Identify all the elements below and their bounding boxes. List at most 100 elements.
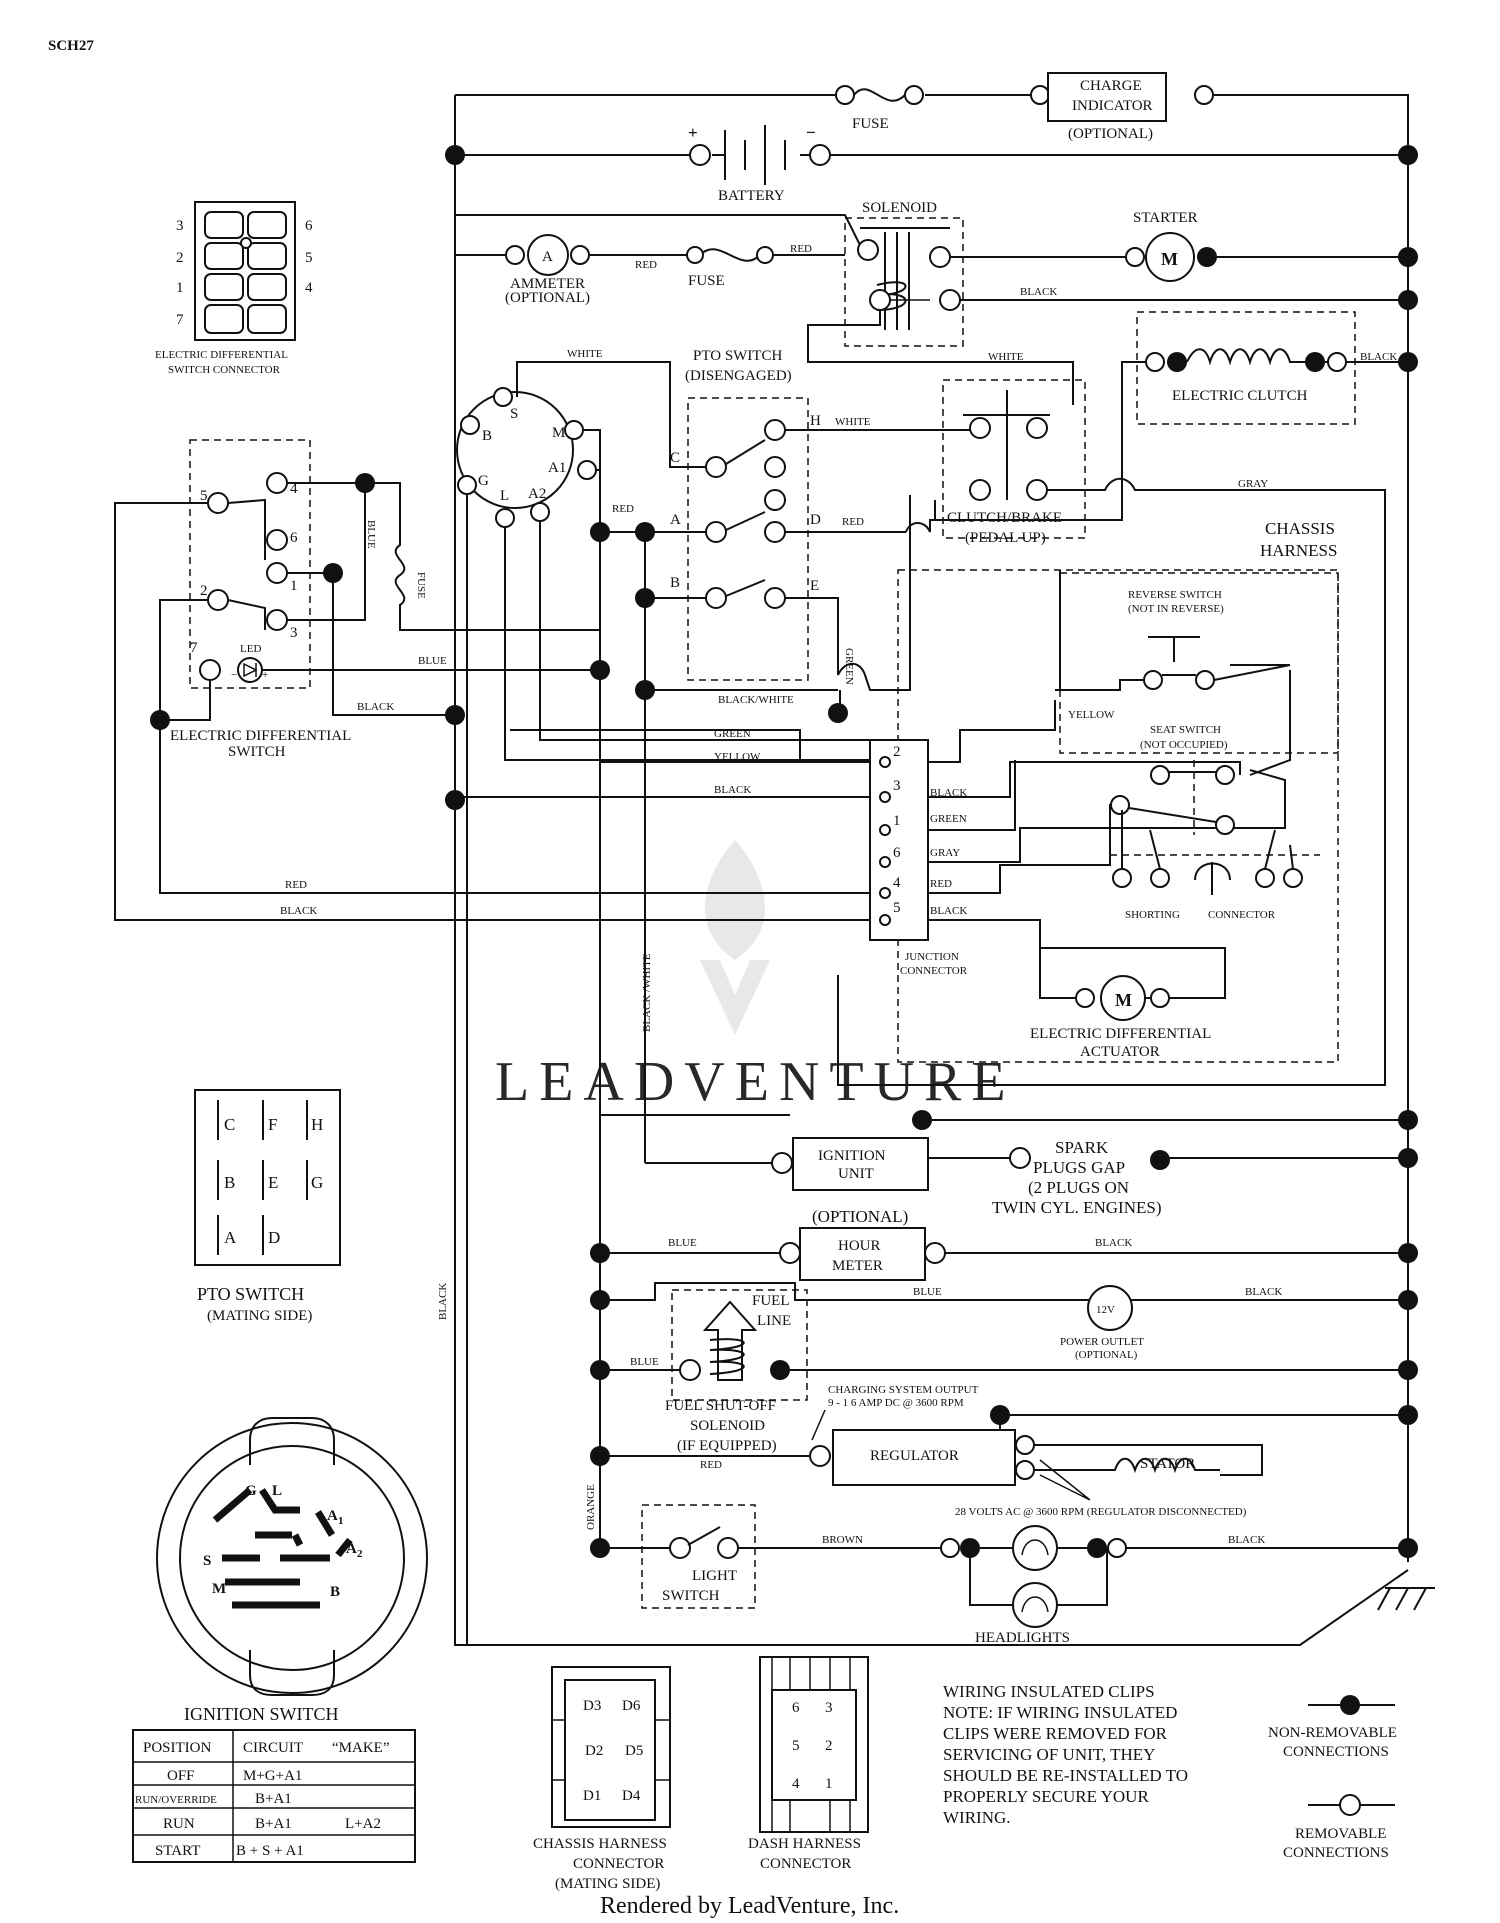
svg-text:STARTER: STARTER [1133, 210, 1198, 226]
fuel-solenoid: BLUE FUEL SHUT-OFF SOLENOID (IF EQUIPPED… [600, 1289, 1408, 1454]
svg-text:SWITCH: SWITCH [228, 744, 286, 760]
svg-text:BLUE: BLUE [418, 655, 447, 667]
svg-text:E: E [810, 578, 819, 594]
svg-text:D1: D1 [583, 1788, 601, 1804]
svg-text:M: M [1161, 249, 1178, 269]
svg-text:WHITE: WHITE [567, 348, 603, 360]
svg-text:1: 1 [290, 578, 298, 594]
svg-text:6: 6 [792, 1700, 800, 1716]
svg-text:BLACK: BLACK [1360, 351, 1397, 363]
svg-text:BLUE: BLUE [630, 1356, 659, 1368]
svg-text:(DISENGAGED): (DISENGAGED) [685, 368, 792, 384]
svg-text:BLACK: BLACK [1095, 1237, 1132, 1249]
svg-text:A: A [224, 1228, 237, 1247]
svg-text:3: 3 [176, 218, 184, 234]
svg-text:5: 5 [200, 488, 208, 504]
solenoid: SOLENOID [807, 200, 1074, 405]
pto-switch-schematic: PTO SWITCH (DISENGAGED) C H A D B E WHIT… [590, 348, 1122, 1163]
svg-text:REGULATOR: REGULATOR [870, 1448, 959, 1464]
svg-text:CIRCUIT: CIRCUIT [243, 1740, 303, 1756]
svg-text:PTO SWITCH: PTO SWITCH [197, 1284, 304, 1304]
svg-text:2: 2 [357, 1548, 363, 1560]
svg-text:FUSE: FUSE [852, 116, 889, 132]
svg-text:5: 5 [305, 250, 313, 266]
svg-text:L: L [272, 1483, 282, 1499]
ignition-table: POSITION CIRCUIT “MAKE” OFF M+G+A1 RUN/O… [132, 1729, 416, 1863]
svg-text:(OPTIONAL): (OPTIONAL) [1075, 1349, 1138, 1361]
headlights: HEADLIGHTS BLACK [940, 1525, 1435, 1646]
svg-text:4: 4 [290, 481, 298, 497]
svg-text:LINE: LINE [757, 1313, 791, 1329]
svg-text:CONNECTIONS: CONNECTIONS [1283, 1845, 1389, 1861]
svg-text:B + S + A1: B + S + A1 [236, 1843, 304, 1859]
svg-text:PROPERLY SECURE YOUR: PROPERLY SECURE YOUR [943, 1787, 1149, 1806]
svg-text:D: D [268, 1228, 280, 1247]
ed-actuator: M ELECTRIC DIFFERENTIAL ACTUATOR [1030, 920, 1211, 1060]
left-bus-dots [445, 145, 1418, 1558]
svg-text:BLACK: BLACK [1228, 1534, 1265, 1546]
svg-text:WIRING.: WIRING. [943, 1808, 1011, 1827]
hour-meter: BLUE (OPTIONAL) HOUR METER BLACK [600, 1207, 1132, 1281]
svg-text:(MATING SIDE): (MATING SIDE) [555, 1876, 660, 1892]
chassis-harness-connector: D3 D6 D2 D5 D1 D4 CHASSIS HARNESS CONNEC… [533, 1666, 671, 1892]
svg-text:H: H [311, 1115, 323, 1134]
svg-text:PTO SWITCH: PTO SWITCH [693, 348, 782, 364]
svg-text:HOUR: HOUR [838, 1238, 881, 1254]
svg-text:1: 1 [825, 1776, 833, 1792]
starter-motor: M STARTER [1125, 210, 1217, 282]
svg-text:3: 3 [893, 778, 901, 794]
svg-text:HEADLIGHTS: HEADLIGHTS [975, 1630, 1070, 1646]
svg-text:4: 4 [893, 875, 901, 891]
chassis-harness: CHASSIS HARNESS 2 3 1 6 4 5 JUNCTION CON… [445, 519, 1339, 1063]
svg-text:HARNESS: HARNESS [1260, 541, 1337, 560]
svg-text:BLUE: BLUE [365, 520, 377, 549]
svg-text:B: B [330, 1584, 340, 1600]
svg-text:RUN: RUN [163, 1816, 195, 1832]
svg-text:YELLOW: YELLOW [1068, 709, 1115, 721]
reverse-switch: REVERSE SWITCH (NOT IN REVERSE) [1055, 572, 1339, 754]
svg-text:BATTERY: BATTERY [718, 188, 785, 204]
svg-text:RED: RED [612, 503, 634, 515]
svg-text:LIGHT: LIGHT [692, 1568, 737, 1584]
main-bus-wires [454, 94, 1409, 1646]
svg-text:IGNITION: IGNITION [818, 1148, 886, 1164]
charge-indicator: CHARGE INDICATOR (OPTIONAL) [1030, 72, 1214, 142]
svg-text:BLACK: BLACK [1245, 1286, 1282, 1298]
svg-text:−: − [806, 123, 816, 142]
battery: + − BATTERY [688, 123, 831, 204]
svg-text:12V: 12V [1096, 1304, 1115, 1316]
ed-switch: 5 4 6 1 2 3 7 LED − + BLUE BLUE FUSE BLA… [114, 439, 870, 921]
ed-switch-connector: 3 2 1 7 6 5 4 ELECTRIC DIFFERENTIAL SWIT… [155, 201, 313, 376]
svg-text:(PEDAL UP): (PEDAL UP) [965, 530, 1046, 546]
svg-text:5: 5 [893, 900, 901, 916]
label-black-solenoid: BLACK [1020, 286, 1057, 298]
svg-text:D4: D4 [622, 1788, 641, 1804]
svg-text:BLACK: BLACK [437, 1283, 449, 1320]
svg-text:6: 6 [893, 845, 901, 861]
svg-text:POSITION: POSITION [143, 1740, 212, 1756]
svg-text:CONNECTOR: CONNECTOR [1208, 909, 1276, 921]
wiring-note: WIRING INSULATED CLIPS NOTE: IF WIRING I… [943, 1682, 1188, 1827]
svg-text:CONNECTIONS: CONNECTIONS [1283, 1744, 1389, 1760]
ammeter: A AMMETER (OPTIONAL) RED FUSE RED [505, 234, 812, 306]
svg-text:2: 2 [825, 1738, 833, 1754]
svg-text:H: H [810, 413, 821, 429]
svg-text:6: 6 [290, 530, 298, 546]
svg-text:D: D [810, 512, 821, 528]
svg-text:WHITE: WHITE [835, 416, 871, 428]
svg-text:4: 4 [792, 1776, 800, 1792]
footer-text: Rendered by LeadVenture, Inc. [600, 1893, 899, 1919]
svg-text:A: A [670, 512, 681, 528]
svg-text:B+A1: B+A1 [255, 1816, 292, 1832]
svg-text:E: E [268, 1173, 278, 1192]
svg-text:SEAT SWITCH: SEAT SWITCH [1150, 724, 1221, 736]
svg-text:C: C [670, 450, 680, 466]
svg-text:METER: METER [832, 1258, 883, 1274]
svg-text:CHARGE: CHARGE [1080, 78, 1142, 94]
svg-text:DASH HARNESS: DASH HARNESS [748, 1836, 861, 1852]
svg-text:7: 7 [190, 640, 198, 656]
svg-text:CONNECTOR: CONNECTOR [573, 1856, 664, 1872]
clutch-brake-switch: WHITE CLUTCH/BRAKE (PEDAL UP) GRAY [837, 351, 1386, 1086]
svg-text:RED: RED [635, 259, 657, 271]
watermark: LEADVENTURE [495, 840, 1006, 1113]
